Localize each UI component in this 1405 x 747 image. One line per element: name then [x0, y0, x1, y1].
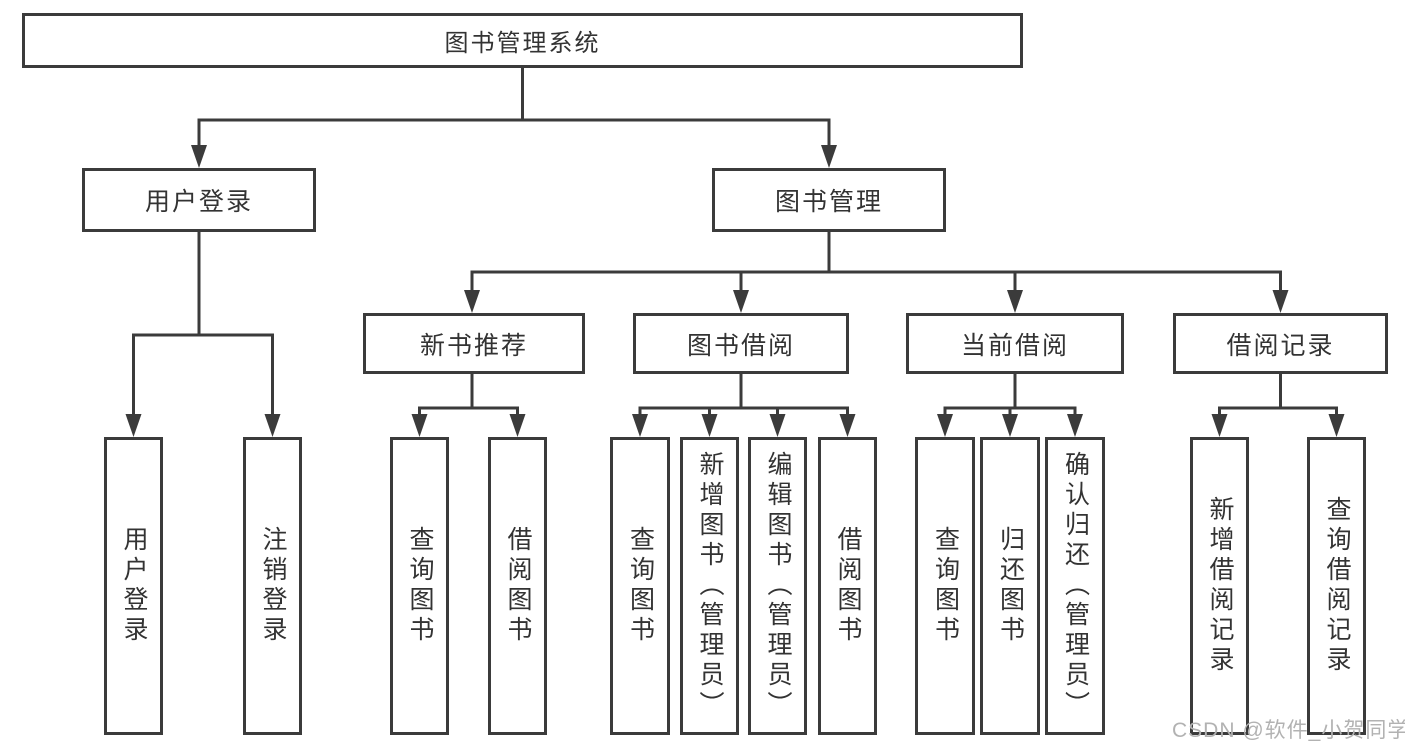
node-label: 注销登录: [259, 526, 287, 646]
node-new-book-recommend: 新书推荐: [363, 313, 585, 374]
leaf-return-books: 归还图书: [980, 437, 1040, 735]
node-book-management-system: 图书管理系统: [22, 13, 1023, 68]
node-label: 查询图书: [406, 526, 434, 646]
node-label: 新书推荐: [419, 331, 528, 360]
leaf-edit-books-admin: 编辑图书（管理员）: [748, 437, 807, 735]
node-label: 借阅图书: [834, 526, 862, 646]
node-borrowing-records: 借阅记录: [1173, 313, 1388, 374]
leaf-query-books-current: 查询图书: [915, 437, 975, 735]
leaf-add-borrow-record: 新增借阅记录: [1190, 437, 1249, 735]
node-book-borrowing: 图书借阅: [633, 313, 849, 374]
node-label: 查询图书: [931, 526, 960, 646]
node-label: 查询图书: [626, 526, 655, 646]
node-label: 新增借阅记录: [1206, 496, 1234, 676]
node-current-borrowing: 当前借阅: [906, 313, 1124, 374]
node-label: 图书管理系统: [444, 30, 601, 57]
node-label: 查询借阅记录: [1323, 496, 1351, 676]
leaf-confirm-return-admin: 确认归还（管理员）: [1045, 437, 1105, 735]
node-book-management: 图书管理: [712, 168, 946, 232]
node-label: 新增图书（管理员）: [696, 451, 724, 721]
node-label: 借阅记录: [1226, 331, 1335, 360]
node-label: 用户登录: [144, 188, 253, 216]
node-label: 确认归还（管理员）: [1061, 451, 1090, 721]
node-label: 归还图书: [996, 526, 1025, 646]
leaf-borrow-books-borrowing: 借阅图书: [818, 437, 877, 735]
leaf-query-borrow-record: 查询借阅记录: [1307, 437, 1366, 735]
leaf-add-books-admin: 新增图书（管理员）: [680, 437, 739, 735]
node-label: 图书管理: [774, 188, 883, 216]
node-label: 编辑图书（管理员）: [764, 451, 792, 721]
csdn-watermark: CSDN @软件_小贺同学: [1172, 719, 1405, 742]
node-label: 当前借阅: [960, 331, 1069, 360]
leaf-logout: 注销登录: [243, 437, 302, 735]
node-label: 用户登录: [120, 526, 148, 646]
node-label: 借阅图书: [504, 526, 532, 646]
leaf-query-books-borrowing: 查询图书: [610, 437, 670, 735]
leaf-borrow-books-recommend: 借阅图书: [488, 437, 547, 735]
leaf-query-books-recommend: 查询图书: [390, 437, 449, 735]
node-user-login: 用户登录: [82, 168, 316, 232]
leaf-user-login: 用户登录: [104, 437, 163, 735]
node-label: 图书借阅: [686, 331, 795, 360]
